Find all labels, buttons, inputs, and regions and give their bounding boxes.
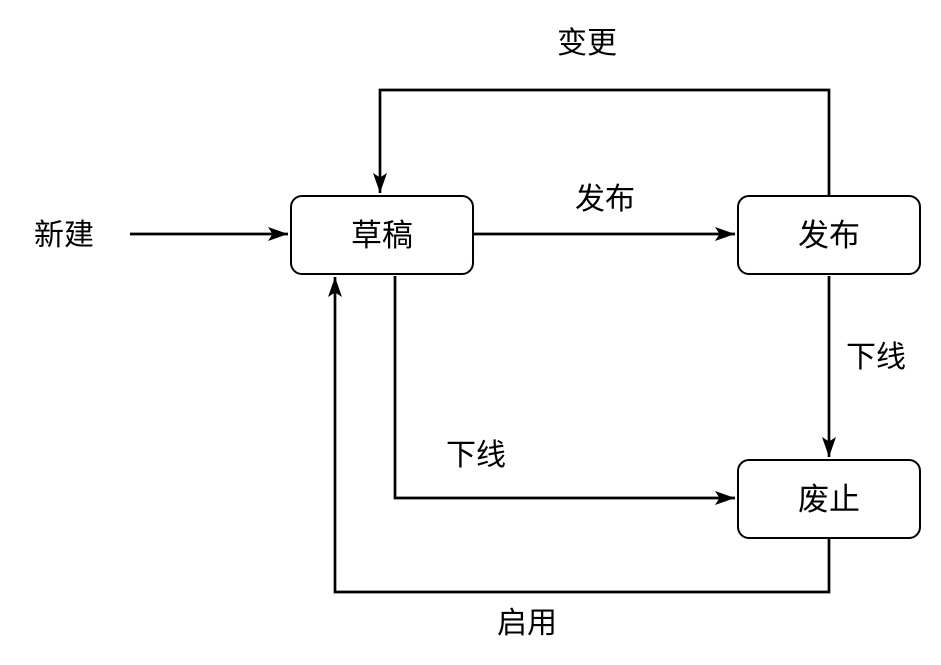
node-draft: 草稿 bbox=[290, 195, 474, 275]
edge-label-offline-draft: 下线 bbox=[446, 439, 506, 472]
start-label: 新建 bbox=[34, 219, 94, 252]
node-published: 发布 bbox=[737, 195, 921, 275]
node-published-label: 发布 bbox=[798, 217, 860, 253]
edge-label-offline-published: 下线 bbox=[846, 341, 906, 374]
edge-label-enable: 启用 bbox=[497, 607, 557, 640]
node-deprecated: 废止 bbox=[737, 459, 921, 539]
edge-label-change: 变更 bbox=[557, 27, 617, 60]
edge-draft-to-deprecated bbox=[393, 276, 735, 505]
node-deprecated-label: 废止 bbox=[798, 481, 860, 517]
node-draft-label: 草稿 bbox=[351, 217, 413, 253]
edge-published-to-draft bbox=[373, 88, 831, 195]
edge-deprecated-to-draft bbox=[328, 277, 831, 594]
edge-label-publish: 发布 bbox=[575, 183, 635, 216]
